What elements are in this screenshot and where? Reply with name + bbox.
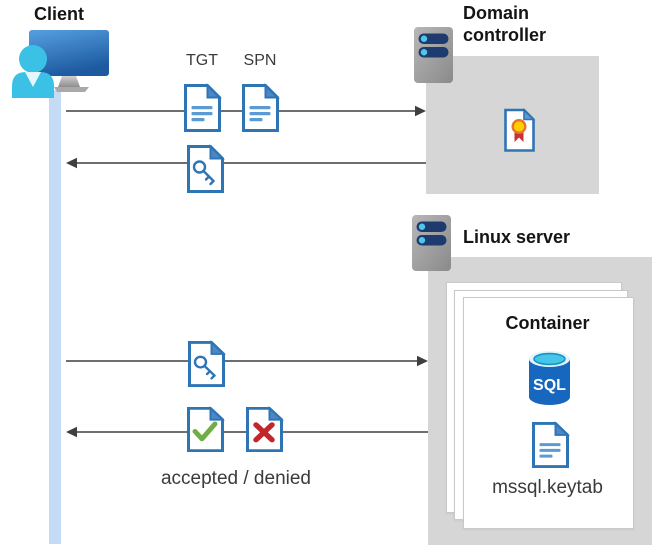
key-ticket-document-icon: [187, 144, 225, 193]
user-at-monitor-icon: [12, 30, 109, 98]
arrow-right-ticket: [66, 355, 428, 367]
arrow-left-ticket: [66, 157, 426, 169]
arrow-right-tgt-spn: [66, 105, 426, 117]
domain-controller-server-icon: [414, 27, 453, 83]
key-ticket-document-icon: [188, 340, 226, 388]
container-label: Container: [505, 313, 590, 333]
client-label: Client: [34, 4, 85, 24]
denied-document-icon: [246, 406, 284, 453]
certificate-document-icon: [504, 108, 536, 152]
domain-controller-label: Domain controller: [463, 3, 547, 46]
tgt-label: TGT: [186, 52, 218, 69]
sql-label: SQL: [533, 377, 566, 394]
spn-document-icon: [242, 83, 280, 132]
accepted-document-icon: [187, 406, 225, 453]
linux-server-label: Linux server: [463, 227, 571, 247]
sql-database-icon: SQL: [529, 351, 570, 405]
keytab-document-icon: [532, 421, 570, 469]
accepted-denied-caption: accepted / denied: [160, 468, 311, 489]
client-lifeline: [49, 90, 61, 544]
spn-label: SPN: [243, 52, 277, 69]
linux-server-icon: [412, 215, 451, 271]
tgt-document-icon: [184, 83, 222, 132]
container-card-front: [463, 297, 634, 529]
keytab-filename-label: mssql.keytab: [492, 477, 603, 498]
